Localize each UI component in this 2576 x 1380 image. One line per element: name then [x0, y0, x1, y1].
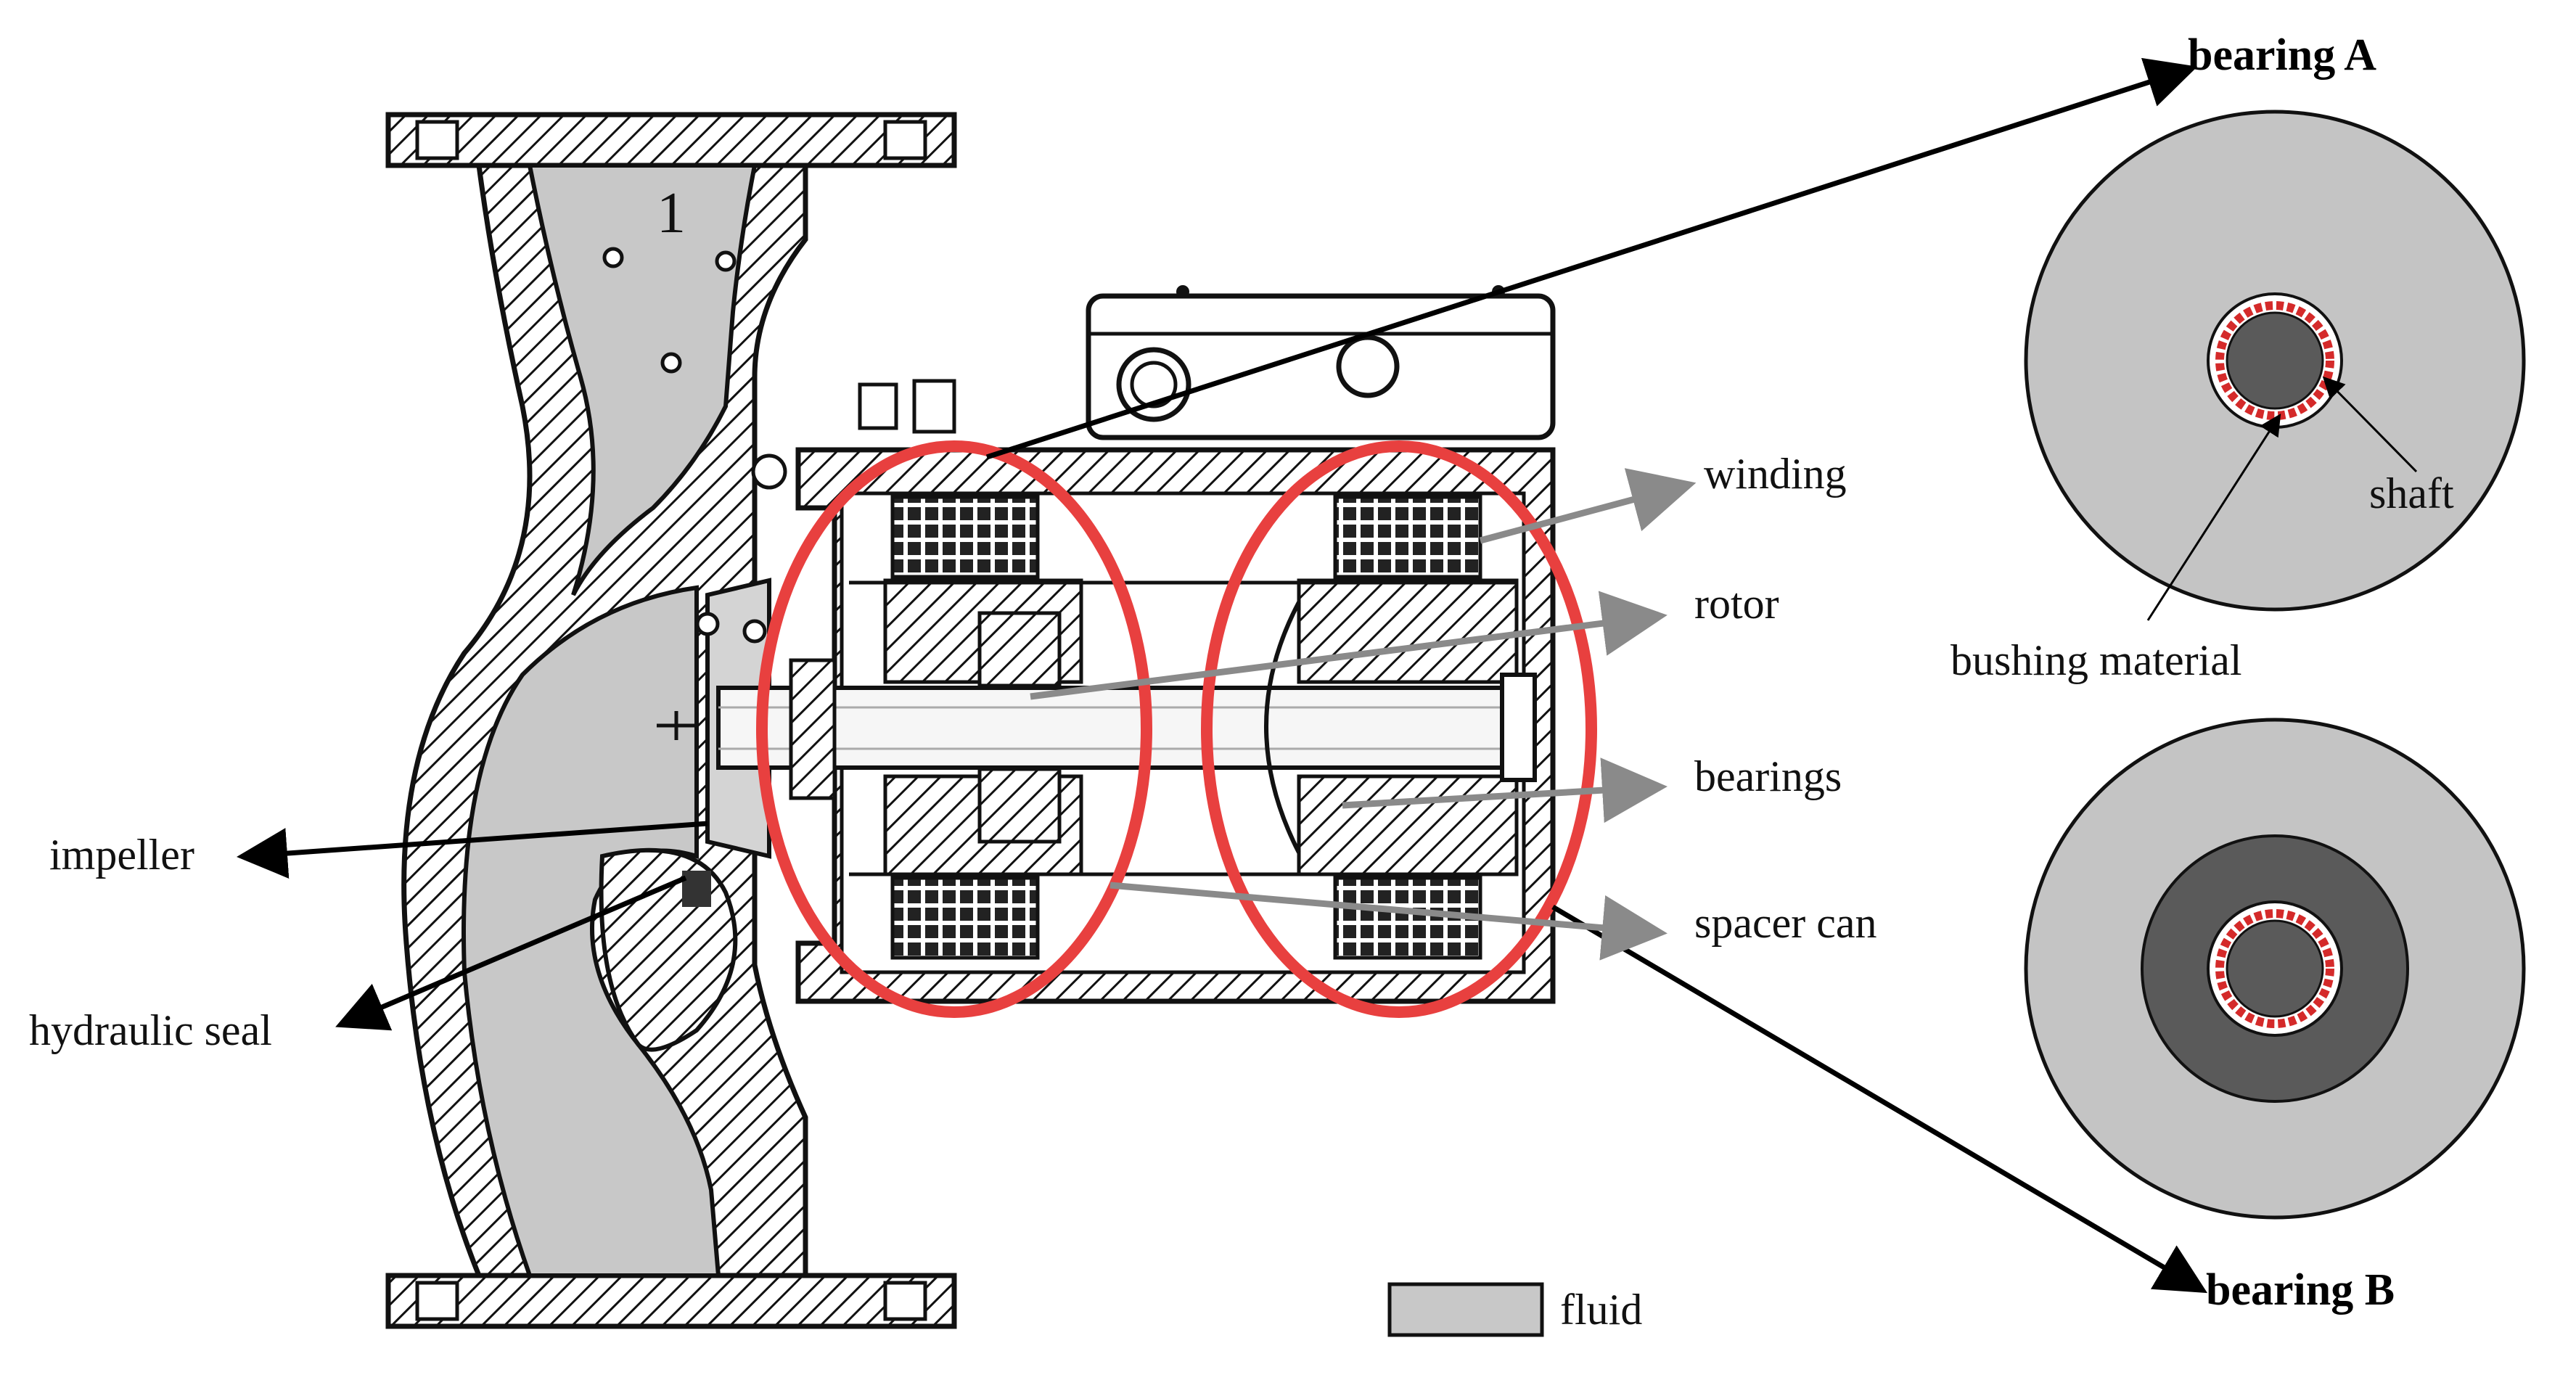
pump-housing: 1 [385, 112, 957, 1329]
bearing-a-bushing [2215, 301, 2334, 420]
arrow-bushing-material [2146, 413, 2281, 621]
shaft [716, 686, 1504, 770]
labels: bearing A bearing B winding rotor bearin… [29, 30, 2454, 1315]
fluid-channel-upper [527, 163, 758, 596]
label-bearings: bearings [1694, 752, 1842, 800]
arrow-bearing-b [1551, 904, 2208, 1294]
arrow-impeller [237, 821, 708, 879]
terminal-box [1086, 293, 1556, 440]
bearing-b-detail [2024, 718, 2526, 1220]
arrow-hydraulic-seal [335, 875, 687, 1031]
legend-fluid-swatch [1387, 1282, 1544, 1337]
winding-left-bottom [890, 876, 1040, 960]
arrow-winding [1479, 468, 1697, 544]
arrow-bearing-a [985, 57, 2198, 460]
label-bushing-material: bushing material [1951, 636, 2242, 684]
highlight-bearing-b [1201, 440, 1597, 1018]
motor-body [716, 285, 1556, 1004]
legend: fluid [1387, 1282, 1642, 1337]
bearing-b-bushing [2215, 909, 2334, 1028]
label-bearing-b: bearing B [2206, 1265, 2395, 1315]
label-rotor: rotor [1694, 580, 1779, 628]
top-flange [385, 112, 957, 168]
winding-right-top [1333, 495, 1482, 579]
highlight-bearing-a [756, 440, 1152, 1018]
label-spacer-can: spacer can [1694, 899, 1876, 947]
bearing-a-shaft [2226, 311, 2324, 410]
arrow-rotor [1030, 591, 1668, 700]
arrow-shaft [2322, 376, 2418, 473]
label-hydraulic-seal: hydraulic seal [29, 1006, 272, 1054]
arrow-spacer-can [1109, 882, 1668, 961]
bearing-b-shaft [2226, 919, 2324, 1018]
arrows [237, 57, 2418, 1294]
label-winding: winding [1704, 450, 1847, 498]
arrow-bearings [1342, 757, 1668, 824]
label-impeller: impeller [49, 831, 194, 879]
casing-mark: 1 [657, 181, 686, 245]
winding-left-top [890, 495, 1040, 579]
bottom-flange [385, 1273, 957, 1329]
label-bearing-a: bearing A [2188, 30, 2376, 80]
bearing-a-detail [2024, 110, 2526, 612]
label-shaft: shaft [2369, 469, 2454, 517]
legend-fluid-label: fluid [1560, 1286, 1642, 1334]
